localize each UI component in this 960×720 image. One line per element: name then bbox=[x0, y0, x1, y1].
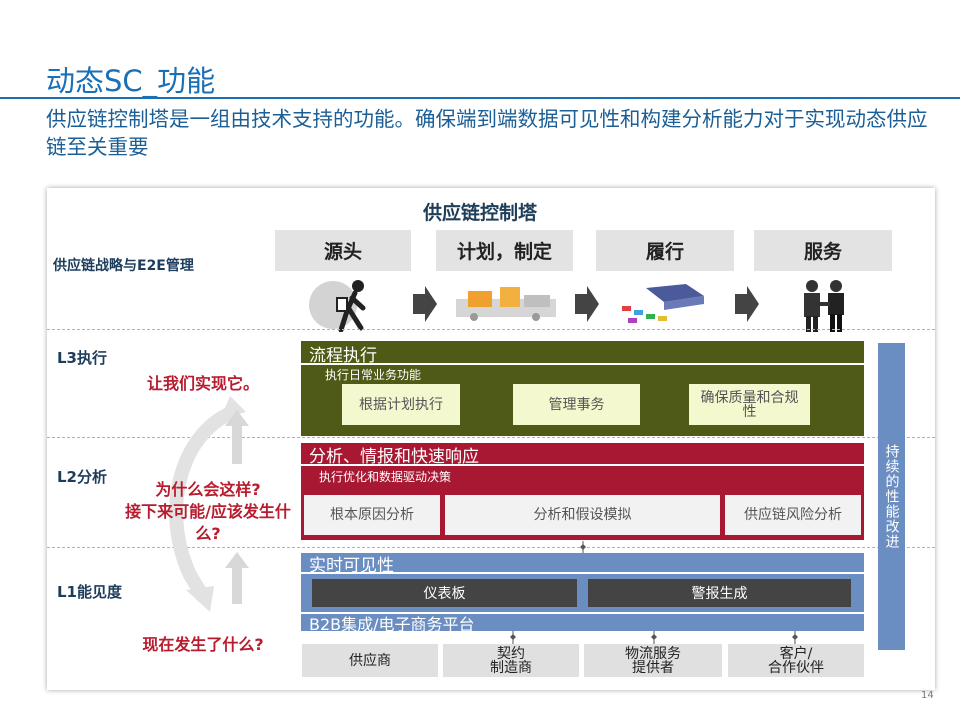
l1-box-alert-generation: 警报生成 bbox=[588, 579, 851, 607]
question-l1: 现在发生了什么? bbox=[142, 635, 264, 654]
question-l2: 为什么会这样? 接下来可能/应该发生什么? bbox=[125, 480, 291, 543]
businessman-walking-icon bbox=[309, 280, 366, 332]
connector-icon bbox=[510, 631, 516, 644]
factory-icon bbox=[456, 287, 556, 321]
connector-icon bbox=[580, 541, 586, 553]
up-arrow-icon bbox=[225, 410, 249, 464]
partner-logistics-provider: 物流服务 提供者 bbox=[584, 644, 722, 677]
l3-band-subtitle: 执行日常业务功能 bbox=[325, 368, 422, 382]
level-label-l3: L3执行 bbox=[57, 349, 107, 367]
l2-band-subtitle: 执行优化和数据驱动决策 bbox=[319, 470, 452, 484]
l2-box-root-cause: 根本原因分析 bbox=[304, 495, 440, 535]
stage-deliver: 履行 bbox=[596, 230, 734, 271]
band-divider bbox=[301, 572, 864, 574]
level-divider bbox=[47, 437, 935, 438]
stage-source: 源头 bbox=[275, 230, 411, 271]
connector-icon bbox=[792, 631, 798, 644]
page-title: 动态SC_功能 bbox=[46, 64, 216, 98]
band-divider bbox=[301, 464, 864, 466]
curved-arrow-icon bbox=[169, 396, 246, 612]
up-arrow-icon bbox=[225, 552, 249, 604]
continuous-improvement-bar: 持续的性能改进 bbox=[878, 343, 905, 650]
flow-arrow-icon bbox=[735, 286, 759, 322]
connector-icon bbox=[651, 631, 657, 644]
level-divider bbox=[47, 547, 935, 548]
partner-supplier: 供应商 bbox=[302, 644, 438, 677]
page-subtitle: 供应链控制塔是一组由技术支持的功能。确保端到端数据可见性和构建分析能力对于实现动… bbox=[46, 107, 928, 159]
level-divider bbox=[47, 329, 935, 330]
l1-box-dashboard: 仪表板 bbox=[312, 579, 577, 607]
band-divider bbox=[301, 363, 864, 365]
l2-box-risk-analysis: 供应链风险分析 bbox=[725, 495, 861, 535]
l1-band-title: 实时可见性 bbox=[309, 556, 394, 576]
level-label-l2: L2分析 bbox=[57, 468, 107, 486]
continuous-improvement-label: 持续的性能改进 bbox=[883, 444, 900, 549]
l3-box-manage-transactions: 管理事务 bbox=[513, 384, 640, 425]
l3-band-title: 流程执行 bbox=[309, 346, 377, 366]
handshake-people-icon bbox=[804, 280, 844, 332]
l2-box-what-if-simulation: 分析和假设模拟 bbox=[445, 495, 720, 535]
question-l3: 让我们实现它。 bbox=[146, 374, 259, 393]
partner-contract-manufacturer: 契约 制造商 bbox=[443, 644, 579, 677]
strategy-label: 供应链战略与E2E管理 bbox=[53, 258, 194, 274]
partner-customer: 客户/ 合作伙伴 bbox=[728, 644, 864, 677]
warehouse-vehicles-icon bbox=[622, 284, 704, 323]
l3-box-quality-compliance: 确保质量和合规性 bbox=[689, 384, 810, 425]
page-number: 14 bbox=[921, 690, 934, 701]
flow-arrow-icon bbox=[575, 286, 599, 322]
flow-arrow-icon bbox=[413, 286, 437, 322]
l2-band-title: 分析、情报和快速响应 bbox=[309, 447, 479, 467]
stage-service: 服务 bbox=[754, 230, 892, 271]
stage-plan-make: 计划，制定 bbox=[436, 230, 573, 271]
l3-box-execute-plan: 根据计划执行 bbox=[342, 384, 460, 425]
band-divider bbox=[301, 612, 864, 614]
tower-title: 供应链控制塔 bbox=[422, 202, 537, 224]
level-label-l1: L1能见度 bbox=[57, 583, 122, 601]
title-divider bbox=[0, 97, 960, 99]
b2b-platform-label: B2B集成/电子商务平台 bbox=[309, 615, 475, 634]
